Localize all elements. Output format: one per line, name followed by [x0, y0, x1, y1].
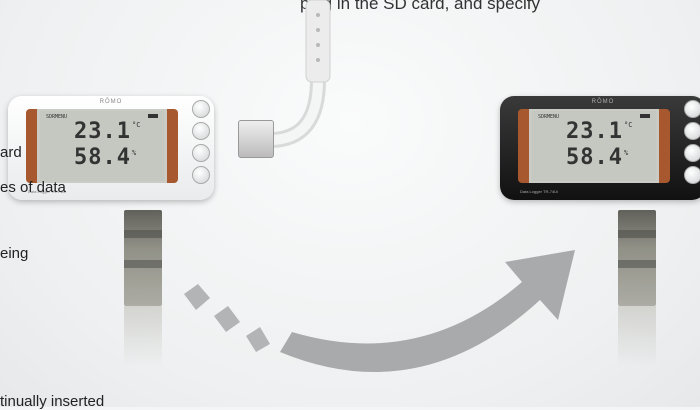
note-line-4: tinually inserted	[0, 393, 160, 410]
note-line-1: ard	[0, 144, 22, 161]
note-line-3: eing	[0, 245, 40, 262]
note-line-2: es of data	[0, 179, 108, 196]
